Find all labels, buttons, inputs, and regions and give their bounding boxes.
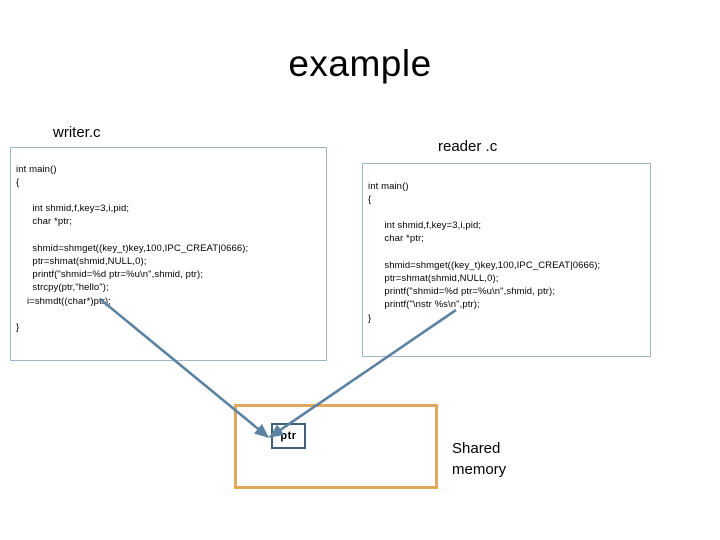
ptr-box-label: ptr <box>280 430 297 442</box>
shared-memory-box <box>234 404 438 489</box>
writer-file-label: writer.c <box>53 124 101 141</box>
reader-file-label: reader .c <box>438 138 498 155</box>
writer-code-text: int main() { int shmid,f,key=3,i,pid; ch… <box>16 163 249 333</box>
reader-code-text: int main() { int shmid,f,key=3,i,pid; ch… <box>368 180 601 324</box>
shared-memory-label: Shared memory <box>452 440 507 478</box>
page-title: example <box>288 43 432 84</box>
ptr-box: ptr <box>271 423 306 449</box>
